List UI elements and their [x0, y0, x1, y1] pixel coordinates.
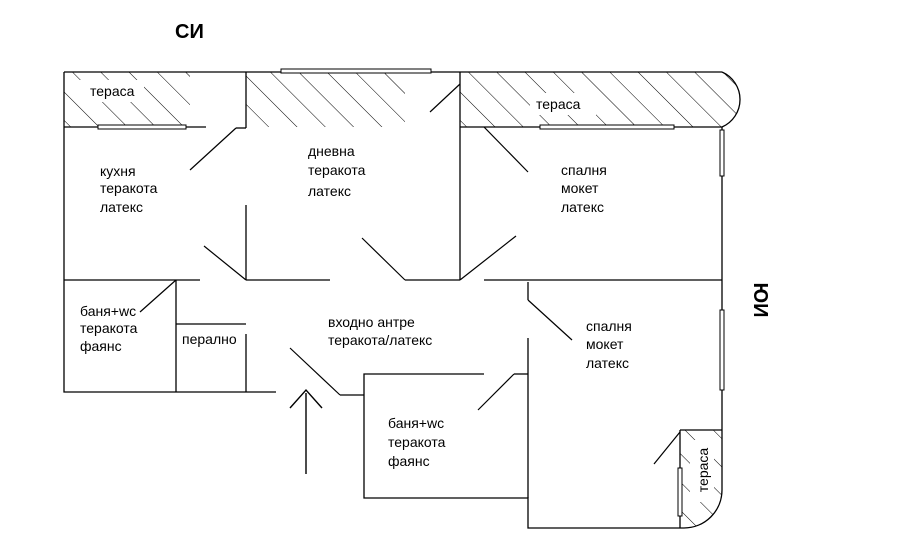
- living-walls: латекс: [308, 183, 351, 199]
- interior-walls: [64, 72, 722, 528]
- bedroom2-floor: мокет: [586, 336, 624, 352]
- bath1-floor: теракота: [80, 320, 138, 336]
- bedroom1-floor: мокет: [561, 180, 599, 196]
- room-bath-2: баня+wc теракота фаянс: [388, 415, 446, 469]
- bedroom1-walls: латекс: [561, 199, 604, 215]
- terrace-label-kitchen: тераса: [90, 83, 135, 99]
- terrace-label-bedroom: тераса: [536, 96, 581, 112]
- hall-name: входно антре: [328, 314, 415, 330]
- room-bedroom-1: спалня мокет латекс: [561, 162, 607, 215]
- kitchen-floor: теракота: [100, 180, 158, 196]
- living-floor: теракота: [308, 162, 366, 178]
- direction-north-east: СИ: [175, 21, 204, 43]
- terrace-top-hatch: [64, 72, 741, 127]
- room-hall: входно антре теракота/латекс: [328, 314, 432, 348]
- bath1-walls: фаянс: [80, 338, 122, 354]
- direction-south-east: ЮИ: [749, 283, 771, 318]
- kitchen-name: кухня: [100, 163, 136, 179]
- windows: [97, 68, 725, 517]
- room-bath-1: баня+wc теракота фаянс: [80, 303, 138, 354]
- bath2-walls: фаянс: [388, 453, 430, 469]
- room-bedroom-2: спалня мокет латекс: [586, 318, 632, 371]
- terrace-label-corner: тераса: [695, 448, 711, 493]
- bedroom1-name: спалня: [561, 162, 607, 178]
- bath2-floor: теракота: [388, 434, 446, 450]
- door-swings: [139, 83, 681, 465]
- bath1-name: баня+wc: [80, 303, 136, 319]
- kitchen-walls: латекс: [100, 199, 143, 215]
- bath2-name: баня+wc: [388, 415, 444, 431]
- bedroom2-name: спалня: [586, 318, 632, 334]
- room-kitchen: кухня теракота латекс: [100, 163, 158, 215]
- laundry-name: перално: [182, 331, 237, 347]
- room-living: дневна теракота латекс: [308, 143, 366, 199]
- entrance-arrow: [289, 388, 323, 474]
- hall-finish: теракота/латекс: [328, 332, 432, 348]
- living-name: дневна: [308, 143, 355, 159]
- bedroom2-walls: латекс: [586, 355, 629, 371]
